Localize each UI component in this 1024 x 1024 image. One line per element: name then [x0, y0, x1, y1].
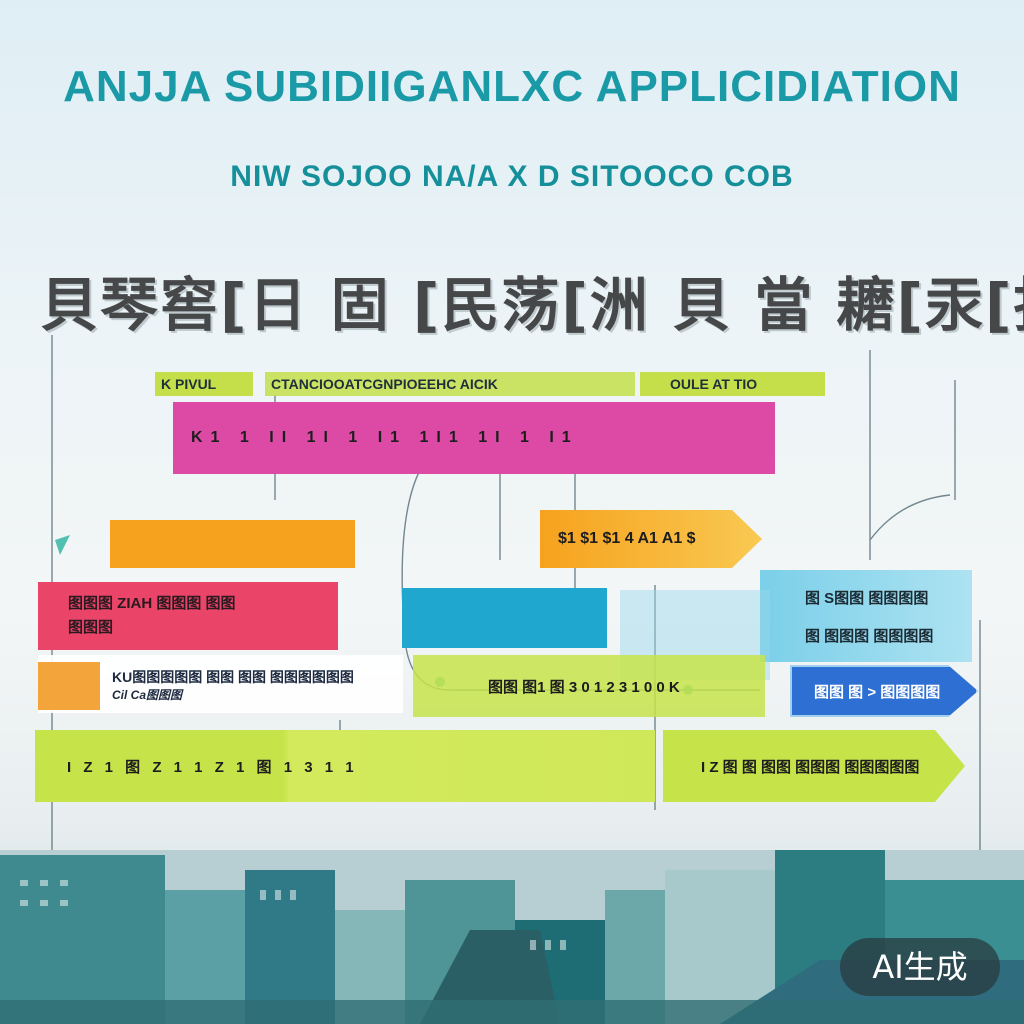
bar-cyan-right-line-1: 图 S图图 图图图图 — [805, 590, 929, 607]
city-skyline — [0, 850, 1024, 1024]
ai-generated-badge: AI生成 — [840, 938, 1000, 996]
cjk-heading: 貝琴窖[日 固 [民荡[洲 貝 當 耱[汞[扨 — [40, 271, 1024, 339]
panel-white-left-line-1: KU图图图图图 图图 图图 图图图图图图 — [112, 669, 354, 685]
page-subtitle: NIW SOJOO NA/A X D SITOOCO COB — [230, 160, 794, 193]
bar-blue-mid — [402, 588, 607, 648]
legend-tag-cta: CTANCIOOATCGNPIOEEHC AICIK — [265, 372, 635, 396]
bar-blue-right: 图图 图 > 图图图图 — [790, 665, 978, 717]
panel-white-left-text: KU图图图图图 图图 图图 图图图图图图 Cil Ca图图图 — [112, 668, 402, 704]
bar-red-left-line-2: 图图图 — [68, 619, 114, 636]
bar-orange-right: $1 $1 $1 4 A1 A1 $ — [540, 510, 762, 568]
legend-tag-pivul: K PIVUL — [155, 372, 253, 396]
bar-lime-right: I Z 图 图 图图 图图图 图图图图图 — [663, 730, 965, 802]
legend-tag-oule: OULE AT TIO — [640, 372, 825, 396]
page-title: ANJJA SUBIDIIGANLXC APPLICIDIATION — [63, 62, 961, 111]
bar-lime-left: I Z 1 图 Z 1 1 Z 1 图 1 3 1 1 — [35, 730, 655, 802]
bar-red-left-line-1: 图图图 ZIAH 图图图 图图 — [68, 595, 236, 612]
bar-magenta-top: K1 1 II 1I 1 I1 1I1 1I 1 I1 — [173, 402, 775, 474]
bar-orange-left — [110, 520, 355, 568]
bar-green-mid: 图图 图1 图 3 0 1 2 3 1 0 0 K — [413, 655, 765, 717]
panel-white-left-line-2: Cil Ca图图图 — [112, 688, 183, 702]
bar-red-left: 图图图 ZIAH 图图图 图图 图图图 — [38, 582, 338, 650]
bar-cyan-right: 图 S图图 图图图图 图 图图图 图图图图 — [760, 570, 972, 662]
orange-badge-square — [38, 662, 100, 710]
bar-cyan-right-line-2: 图 图图图 图图图图 — [805, 628, 934, 645]
